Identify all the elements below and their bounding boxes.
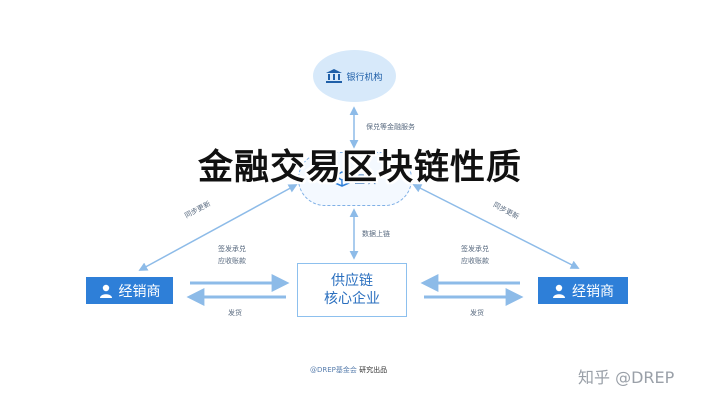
dealer-left-node: 经销商 [86, 277, 173, 304]
label-data-on-chain: 数据上链 [362, 230, 390, 238]
person-icon [553, 284, 565, 298]
label-sign-left-2: 应收账款 [218, 257, 246, 265]
dealer-right-node: 经销商 [538, 277, 628, 304]
footer-suffix: 研究出品 [359, 366, 388, 374]
bank-node: 银行机构 [313, 50, 396, 102]
blockchain-node: 区块 [298, 152, 412, 206]
core-label-line2: 核心企业 [324, 291, 380, 307]
cube-icon [334, 171, 350, 187]
arrow-left-dealer-chain [138, 184, 298, 271]
label-sign-left-1: 签发承兑 [218, 245, 246, 253]
dealer-left-label: 经销商 [118, 283, 161, 300]
label-ship-right: 发货 [470, 309, 484, 317]
page-title: 金融交易区块链性质 [197, 148, 522, 188]
footer-org: @DREP基金会 [310, 366, 357, 374]
person-icon [99, 284, 112, 298]
core-enterprise-node: 供应链 核心企业 [297, 263, 407, 317]
core-label-line1: 供应链 [331, 273, 373, 289]
label-sign-right-1: 签发承兑 [461, 245, 489, 253]
watermark: 知乎 @DREP [578, 368, 675, 387]
footer-credit: @DREP基金会 研究出品 [310, 365, 387, 375]
bank-label: 银行机构 [346, 72, 383, 83]
label-financial-service: 保兑等金融服务 [366, 123, 415, 131]
label-sign-right-2: 应收账款 [461, 257, 489, 265]
arrow-right-dealer-chain [412, 184, 580, 269]
dealer-right-label: 经销商 [572, 283, 614, 300]
blockchain-label: 区块 [354, 173, 376, 186]
label-ship-left: 发货 [228, 309, 242, 317]
bank-icon [326, 69, 343, 83]
